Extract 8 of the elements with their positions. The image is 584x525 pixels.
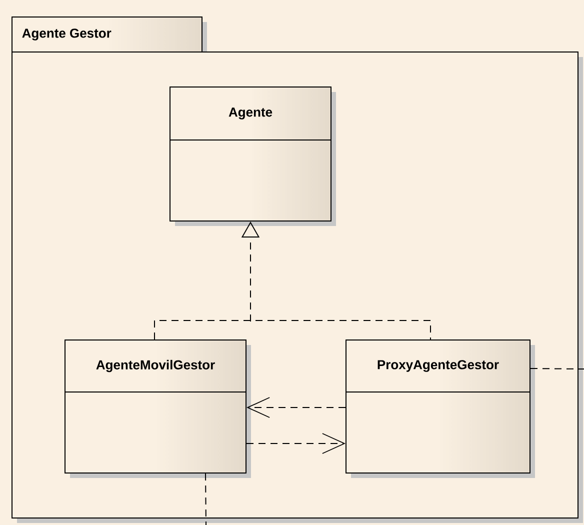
- class-box: Agente: [170, 86, 336, 226]
- class-box: AgenteMovilGestor: [64, 340, 251, 478]
- class-box: ProxyAgenteGestor: [346, 340, 535, 478]
- node-label: Agente Gestor: [22, 28, 112, 40]
- dashed-line: [205, 473, 206, 525]
- dependency-arrow: [246, 397, 346, 418]
- dependency-arrow: [246, 433, 346, 454]
- dashed-line: [530, 368, 584, 370]
